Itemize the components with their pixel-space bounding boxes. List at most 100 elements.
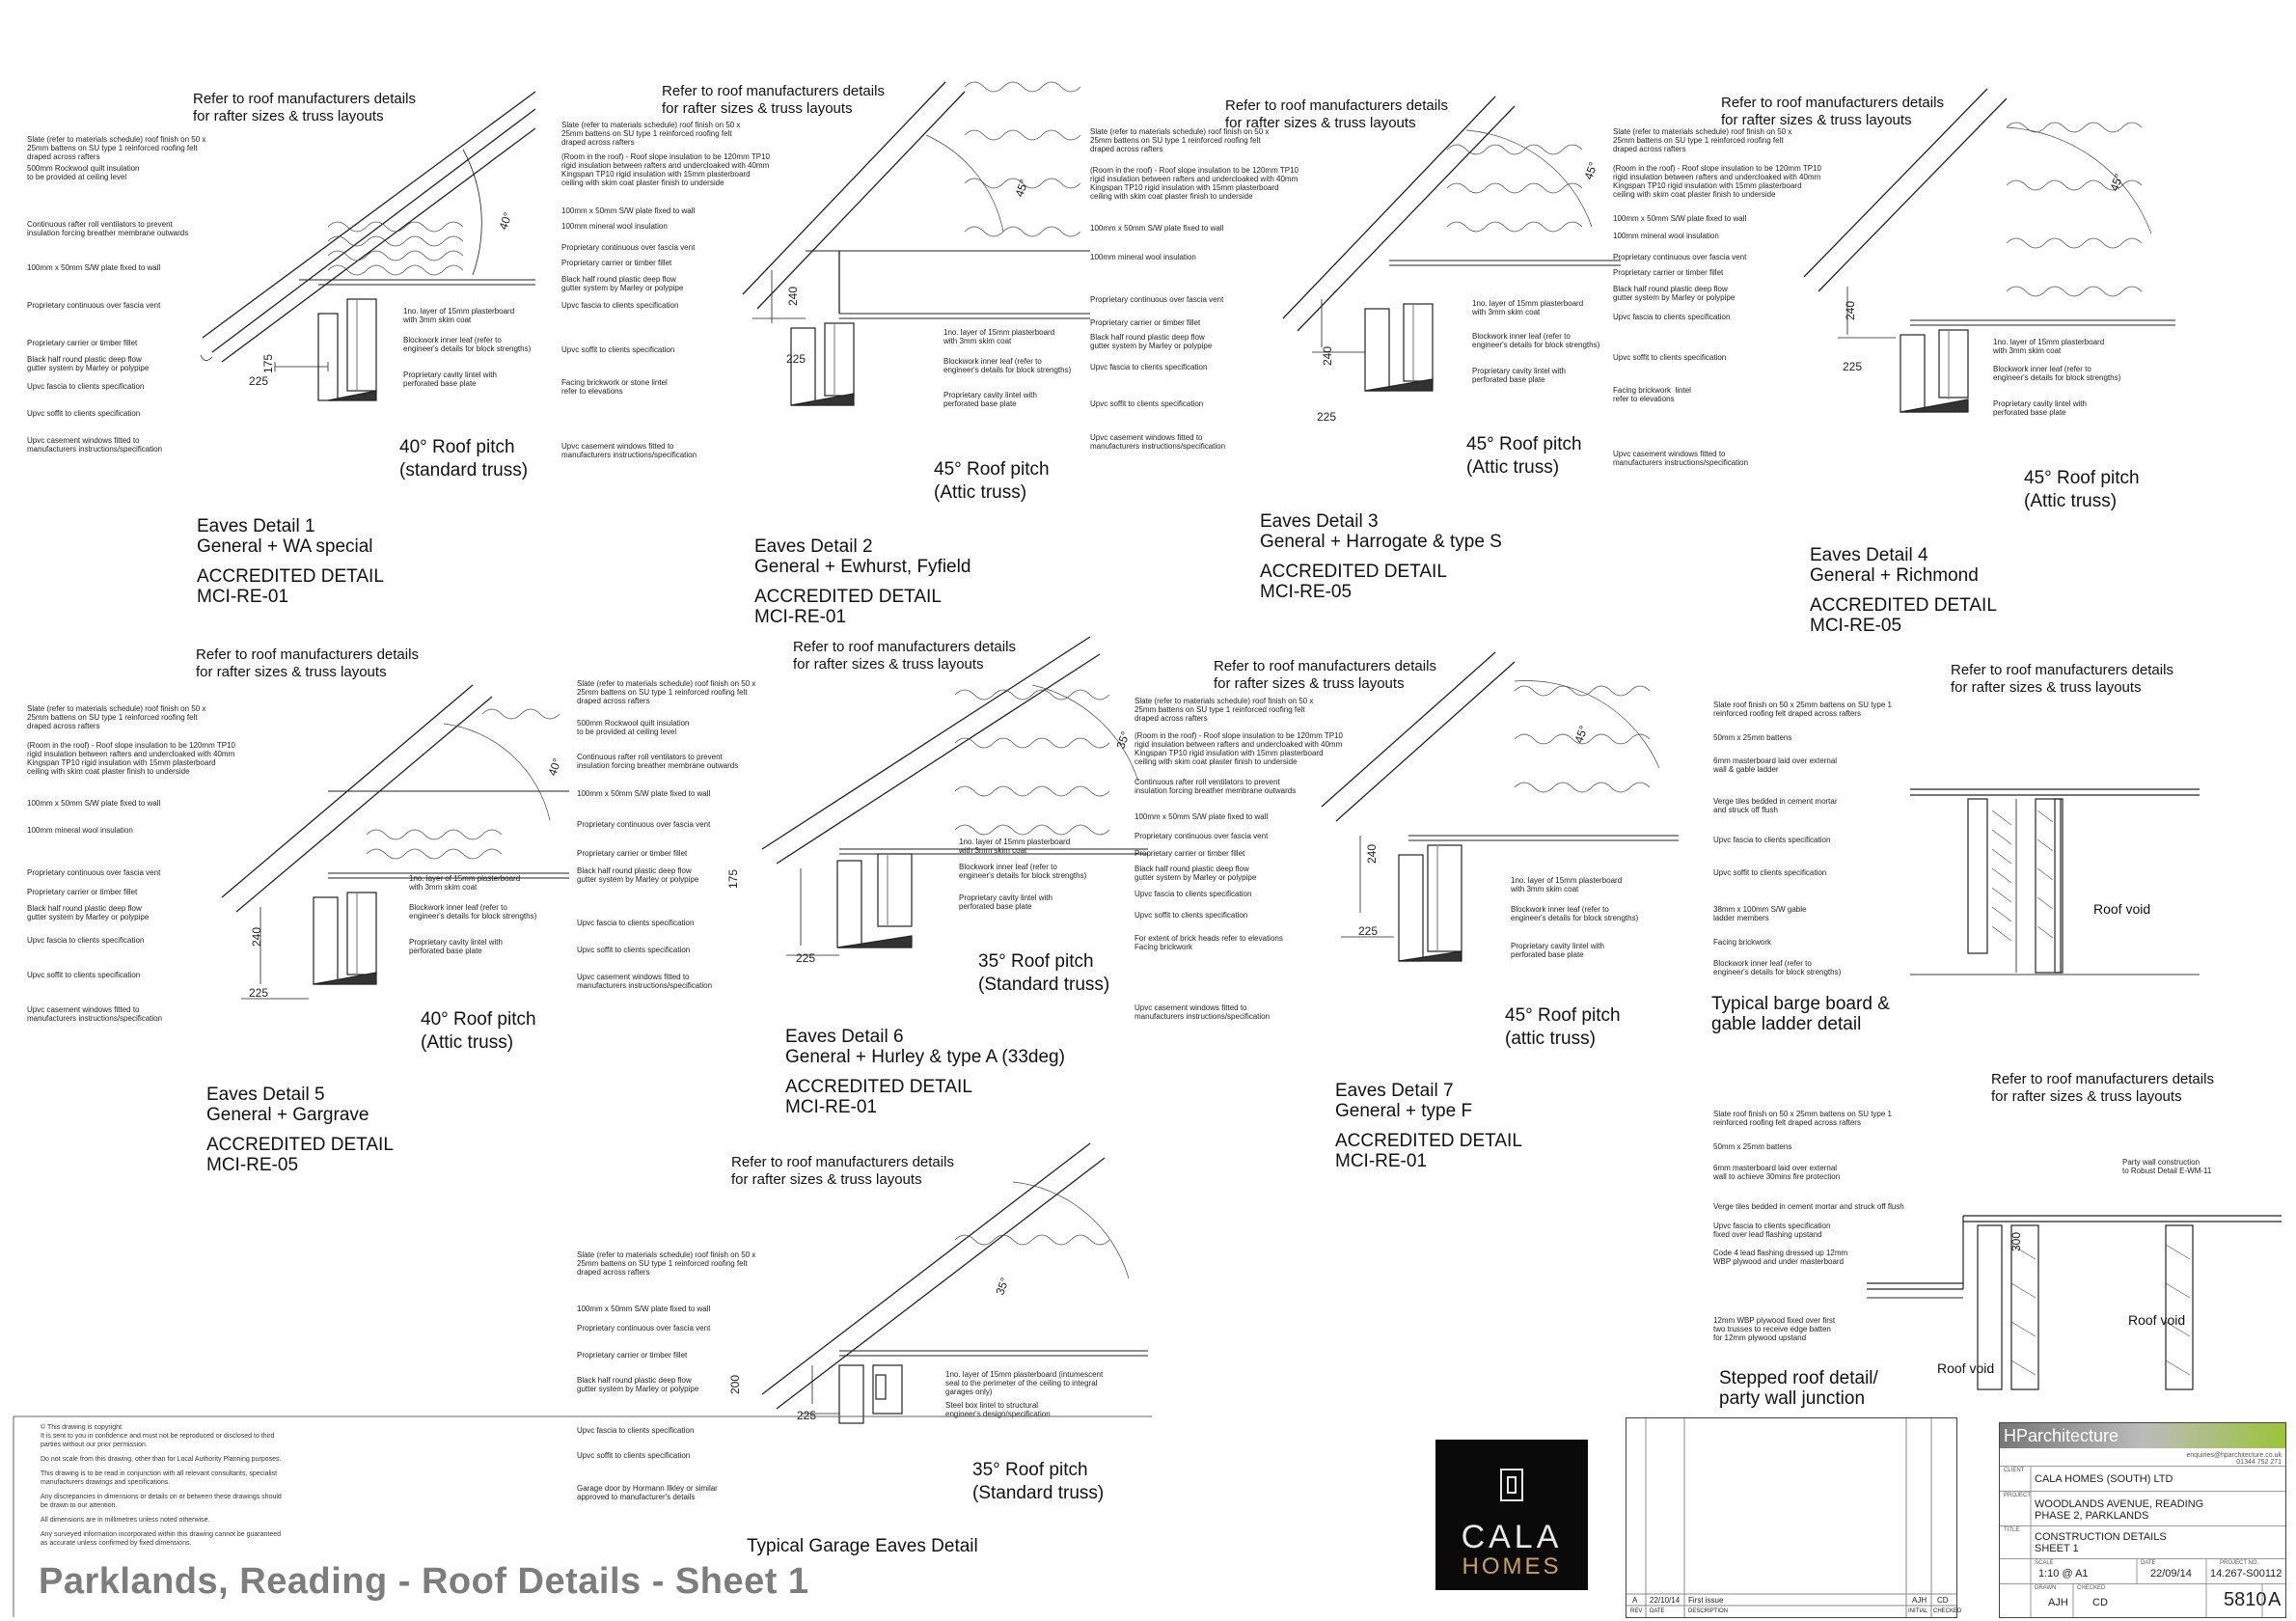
label-plate-d2: 100mm x 50mm S/W plate fixed to wall	[561, 206, 696, 215]
label-stepped-3: Verge tiles bedded in cement mortar and …	[1713, 1202, 1904, 1211]
label-plate-d6: 100mm x 50mm S/W plate fixed to wall	[577, 789, 711, 798]
label-garage-plasterboard: 1no. layer of 15mm plasterboard (intumes…	[945, 1370, 1104, 1396]
label-windows-d2: Upvc casement windows fitted to manufact…	[561, 442, 697, 459]
title-d6-code: MCI-RE-01	[785, 1097, 878, 1117]
title-d5-code: MCI-RE-05	[206, 1155, 299, 1175]
note-5: All dimensions are in millimetres unless…	[41, 1517, 210, 1524]
ref-note-d1: Refer to roof manufacturers details for …	[193, 91, 416, 124]
label-fascia-d7: Upvc fascia to clients specification	[1134, 890, 1252, 898]
firm-name: HParchitecture	[2004, 1426, 2119, 1445]
dim-v-d6: 175	[726, 868, 741, 890]
title-d4: Eaves Detail 4 General + Richmond ACCRED…	[1810, 545, 1997, 636]
drawn-value: AJH	[2048, 1597, 2068, 1608]
title-garage: Typical Garage Eaves Detail	[747, 1536, 978, 1556]
notes-border	[13, 1415, 1152, 1617]
firm-banner	[2000, 1423, 2285, 1448]
title-d7-sub: General + type F	[1335, 1101, 1473, 1121]
stepped-roof-void-1: Roof void	[2128, 1312, 2186, 1328]
project-value: WOODLANDS AVENUE, READING PHASE 2, PARKL…	[2035, 1498, 2204, 1522]
note-2: Do not scale from this drawing, other th…	[41, 1456, 282, 1463]
label-quilt-d1: 500mm Rockwool quilt insulation to be pr…	[27, 164, 140, 181]
label-slate-d1: Slate (refer to materials schedule) roof…	[27, 135, 206, 161]
pitch-d1: 40° Roof pitch (standard truss)	[399, 437, 529, 481]
dim-h-d7: 225	[1358, 924, 1379, 938]
label-plasterboard-d2: 1no. layer of 15mm plasterboard with 3mm…	[943, 328, 1055, 345]
label-fascia-vent-d5: Proprietary continuous over fascia vent	[27, 868, 161, 877]
rev-drawn: AJH	[1912, 1596, 1927, 1605]
label-carrier-d2: Proprietary carrier or timber fillet	[561, 259, 672, 267]
label-lintel-d5: Proprietary cavity lintel with perforate…	[409, 938, 503, 955]
title-d5-sub: General + Gargrave	[206, 1105, 369, 1125]
label-mineral-d3: 100mm mineral wool insulation	[1090, 253, 1196, 261]
title-block: HParchitecture enquiries@hparchitecture.…	[1999, 1422, 2286, 1618]
label-stepped-4: Upvc fascia to clients specification fix…	[1713, 1222, 1831, 1239]
label-windows-d6: Upvc casement windows fitted to manufact…	[577, 973, 713, 990]
title-d7-name: Eaves Detail 7	[1335, 1081, 1454, 1101]
pitch-d7: 45° Roof pitch (attic truss)	[1505, 1005, 1621, 1049]
ref-note-d4: Refer to roof manufacturers details for …	[1721, 95, 1944, 128]
label-plasterboard-d7: 1no. layer of 15mm plasterboard with 3mm…	[1511, 876, 1623, 893]
dim-v-d2: 240	[786, 286, 801, 307]
label-carrier-d1: Proprietary carrier or timber fillet	[27, 339, 138, 347]
label-fascia-d6: Upvc fascia to clients specification	[577, 919, 695, 927]
eaves-section-d5	[221, 684, 569, 1000]
label-windows-d1: Upvc casement windows fitted to manufact…	[27, 436, 163, 453]
label-gutter-d2: Black half round plastic deep flow gutte…	[561, 275, 684, 292]
label-lintel-d4: Proprietary cavity lintel with perforate…	[1993, 399, 2087, 417]
cala-homes-logo: CALA HOMES	[1435, 1440, 1588, 1590]
label-lintel-d6: Proprietary cavity lintel with perforate…	[959, 893, 1052, 911]
label-fascia-vent-d4: Proprietary continuous over fascia vent	[1613, 253, 1747, 261]
label-quilt-d6: 500mm Rockwool quilt insulation to be pr…	[577, 719, 690, 736]
label-blockwork-d1: Blockwork inner leaf (refer to engineer'…	[403, 336, 532, 353]
note-1: © This drawing is copyright. It is sent …	[41, 1424, 275, 1448]
title-d1-code: MCI-RE-01	[197, 587, 289, 607]
dim-h-garage: 225	[797, 1409, 817, 1422]
label-stepped-1: 50mm x 25mm battens	[1713, 1142, 1792, 1151]
label-soffit-d6: Upvc soffit to clients specification	[577, 946, 691, 954]
label-gutter-garage: Black half round plastic deep flow gutte…	[577, 1376, 699, 1393]
eaves-section-d7	[1321, 651, 1679, 962]
label-plasterboard-d6: 1no. layer of 15mm plasterboard with 3mm…	[959, 838, 1071, 855]
title-value: CONSTRUCTION DETAILS SHEET 1	[2035, 1531, 2167, 1554]
label-gutter-d1: Black half round plastic deep flow gutte…	[27, 355, 150, 372]
label-slate-d3: Slate (refer to materials schedule) roof…	[1090, 127, 1270, 153]
barge-roof-void: Roof void	[2093, 901, 2151, 917]
label-room-d3: (Room in the roof) - Roof slope insulati…	[1090, 166, 1298, 201]
label-gutter-d3: Black half round plastic deep flow gutte…	[1090, 333, 1213, 350]
label-carrier-d5: Proprietary carrier or timber fillet	[27, 888, 138, 896]
rev-h-initial: INITIAL	[1908, 1608, 1928, 1614]
ref-note-stepped: Refer to roof manufacturers details for …	[1991, 1071, 2214, 1105]
stepped-roof-void-2: Roof void	[1937, 1360, 1995, 1376]
dim-v-d4: 240	[1844, 300, 1858, 321]
label-soffit-d4: Upvc soffit to clients specification	[1613, 353, 1727, 362]
label-plasterboard-d5: 1no. layer of 15mm plasterboard with 3mm…	[409, 874, 521, 892]
dim-h-d1: 225	[249, 374, 269, 388]
label-soffit-garage: Upvc soffit to clients specification	[577, 1451, 691, 1460]
title-d4-acc: ACCREDITED DETAIL	[1810, 595, 1997, 616]
label-blockwork-d3: Blockwork inner leaf (refer to engineer'…	[1472, 332, 1600, 349]
dim-h-d6: 225	[796, 951, 816, 965]
label-fascia-d2: Upvc fascia to clients specification	[561, 301, 679, 310]
label-plate-d4: 100mm x 50mm S/W plate fixed to wall	[1613, 214, 1747, 223]
label-steel-box: Steel box lintel to structural engineer'…	[945, 1401, 1051, 1418]
label-soffit-d1: Upvc soffit to clients specification	[27, 409, 141, 418]
label-mineral-d2: 100mm mineral wool insulation	[561, 222, 668, 231]
label-garage-door: Garage door by Hormann Ilkley or similar…	[577, 1484, 718, 1501]
project-header: PROJECT	[2004, 1493, 2032, 1498]
title-d1: Eaves Detail 1 General + WA special ACCR…	[197, 516, 384, 607]
ref-note-barge: Refer to roof manufacturers details for …	[1951, 662, 2173, 696]
label-soffit-d3: Upvc soffit to clients specification	[1090, 399, 1204, 408]
label-lintel-d7: Proprietary cavity lintel with perforate…	[1511, 942, 1604, 959]
rev-h-checked: CHECKED	[1933, 1608, 1962, 1614]
label-rafter-vent-d1: Continuous rafter roll ventilators to pr…	[27, 220, 189, 237]
label-plate-garage: 100mm x 50mm S/W plate fixed to wall	[577, 1305, 711, 1313]
rev-value: A	[1632, 1596, 1638, 1605]
label-fascia-d3: Upvc fascia to clients specification	[1090, 363, 1208, 371]
label-mineral-d5: 100mm mineral wool insulation	[27, 826, 133, 835]
title-barge: Typical barge board & gable ladder detai…	[1711, 994, 1890, 1034]
label-barge-4: Upvc fascia to clients specification	[1713, 836, 1831, 844]
garage-section	[761, 1142, 1148, 1424]
title-d3-name: Eaves Detail 3	[1260, 511, 1379, 532]
ref-note-d3: Refer to roof manufacturers details for …	[1225, 97, 1448, 131]
pitch-d6: 35° Roof pitch (Standard truss)	[978, 951, 1110, 995]
